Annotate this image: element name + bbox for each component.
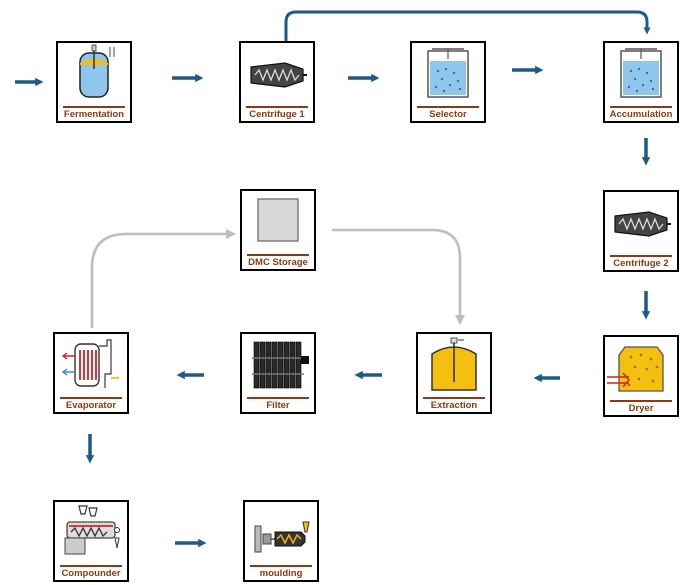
centrifuge-icon xyxy=(250,62,307,88)
node-label: Accumulation xyxy=(609,109,673,120)
storage-box-icon xyxy=(257,198,299,242)
arrow-centrifuge1-to-accumulation xyxy=(284,10,651,42)
label-underline xyxy=(610,400,672,402)
node-selector[interactable]: Selector xyxy=(410,41,486,123)
dryer-icon xyxy=(607,346,664,392)
node-evaporator[interactable]: Evaporator xyxy=(53,332,129,414)
label-underline xyxy=(60,565,122,567)
fermenter-tank-icon xyxy=(79,44,115,98)
node-label: Centrifuge 2 xyxy=(613,258,669,269)
label-underline xyxy=(246,106,308,108)
node-moulding[interactable]: moulding xyxy=(243,500,319,582)
node-label: Evaporator xyxy=(65,400,117,411)
node-filter[interactable]: Filter xyxy=(240,332,316,414)
centrifuge-icon xyxy=(614,211,671,237)
node-accumulation[interactable]: Accumulation xyxy=(603,41,679,123)
node-label: Filter xyxy=(266,400,290,411)
arrow-evaporator-to-dmc-storage xyxy=(90,229,236,328)
node-fermentation[interactable]: Fermentation xyxy=(56,41,132,123)
node-extraction[interactable]: Extraction xyxy=(416,332,492,414)
extraction-tank-icon xyxy=(431,337,477,391)
node-label: moulding xyxy=(259,568,303,579)
label-underline xyxy=(250,565,312,567)
node-compounder[interactable]: Compounder xyxy=(53,500,129,582)
node-centrifuge-1[interactable]: Centrifuge 1 xyxy=(239,41,315,123)
label-underline xyxy=(610,106,672,108)
settling-tank-icon xyxy=(427,48,469,98)
moulding-machine-icon xyxy=(254,521,310,553)
node-label: Centrifuge 1 xyxy=(249,109,305,120)
label-underline xyxy=(247,397,309,399)
node-label: DMC Storage xyxy=(248,257,308,268)
settling-tank-icon xyxy=(620,48,662,98)
arrow-dmc-storage-to-extraction xyxy=(332,228,465,325)
label-underline xyxy=(63,106,125,108)
label-underline xyxy=(60,397,122,399)
node-label: Dryer xyxy=(628,403,654,414)
label-underline xyxy=(610,255,672,257)
filter-press-icon xyxy=(252,341,309,389)
label-underline xyxy=(417,106,479,108)
node-label: Selector xyxy=(429,109,467,120)
label-underline xyxy=(423,397,485,399)
node-label: Extraction xyxy=(430,400,478,411)
node-dryer[interactable]: Dryer xyxy=(603,335,679,417)
node-centrifuge-2[interactable]: Centrifuge 2 xyxy=(603,190,679,272)
node-dmc-storage[interactable]: DMC Storage xyxy=(240,189,316,271)
label-underline xyxy=(247,254,309,256)
node-label: Compounder xyxy=(61,568,121,579)
compounder-icon xyxy=(64,505,120,555)
node-label: Fermentation xyxy=(63,109,125,120)
evaporator-icon xyxy=(61,339,119,388)
